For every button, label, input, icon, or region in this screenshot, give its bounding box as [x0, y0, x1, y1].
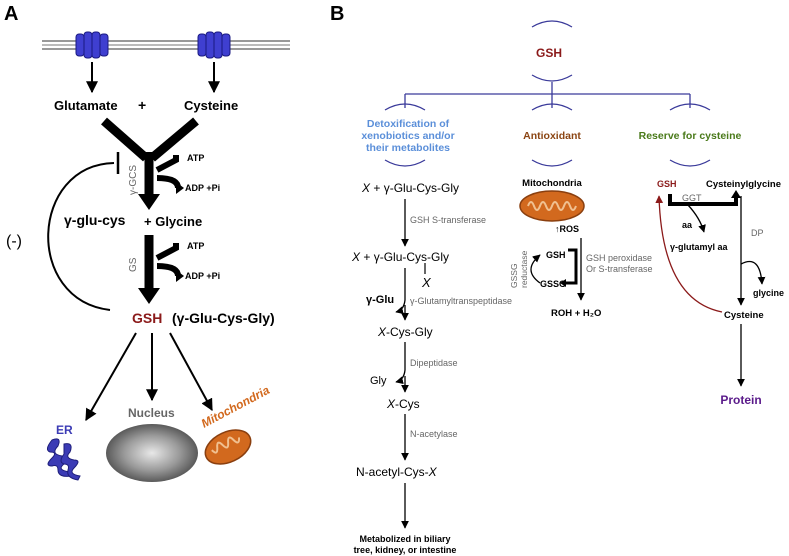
gcs-enzyme-label: γ-GCS [128, 165, 139, 195]
glycine-release-arrow [740, 260, 766, 285]
aa-exchange-arrow [687, 204, 706, 233]
reserve-pathway: GSH Cysteinylglycine GGT aa γ-glutamyl a… [655, 179, 784, 407]
gsh-label-reserve: GSH [657, 179, 677, 189]
reserve-title: Reserve for cysteine [639, 130, 742, 142]
adp-label-1: ADP +Pi [185, 183, 220, 193]
n-acetylase-label: N-acetylase [410, 429, 458, 439]
detox-step4: X-Cys [386, 397, 420, 411]
gsh-formula-label: (γ-Glu-Cys-Gly) [172, 310, 275, 326]
ggt-reaction-bracket [668, 194, 738, 206]
gssg-reductase-line2: reductase [519, 250, 529, 288]
metabolized-label-line2: tree, kidney, or intestine [354, 545, 457, 555]
feedback-inhibition-line [47, 162, 115, 311]
plus-sign: + [138, 97, 146, 113]
metabolized-label-line1: Metabolized in biliary [359, 534, 450, 544]
gamma-glu-release-arrow [395, 268, 406, 315]
gs-enzyme-label: GS [128, 257, 139, 272]
er-arrow [85, 332, 137, 422]
nucleus-icon [106, 424, 198, 482]
detox-step3: X-Cys-Gly [377, 325, 433, 339]
gsh-top-label: GSH [536, 46, 562, 60]
gamma-glutamyl-aa-label: γ-glutamyl aa [670, 242, 729, 252]
er-label: ER [56, 423, 73, 437]
gsh-top-arc-upper [531, 20, 573, 28]
glutamate-label: Glutamate [54, 98, 118, 113]
gly-release-arrow [395, 342, 406, 385]
mitochondria-label-b: Mitochondria [522, 178, 582, 189]
mitochondrion-icon-b [519, 190, 585, 222]
dp-label: DP [751, 228, 764, 238]
gly-label: Gly [370, 375, 387, 387]
gs-reaction-arrow [138, 235, 160, 304]
gsh-resynthesis-arrow [655, 195, 723, 313]
detox-title-line3: their metabolites [366, 142, 450, 154]
glutamate-transporter-icon [75, 31, 109, 59]
panel-b-label: B [330, 3, 344, 25]
gsh-peroxidase-label-line2: Or S-transferase [586, 264, 653, 274]
gsh-label-a: GSH [132, 310, 162, 326]
gsh-s-transferase-label: GSH S-transferase [410, 215, 486, 225]
branch-tree [384, 82, 711, 167]
detox-step2: X + γ-Glu-Cys-Gly [351, 250, 449, 264]
mitochondrion-icon-a [204, 429, 252, 465]
atp-label-2: ATP [187, 241, 204, 251]
gamma-glu-label: γ-Glu [366, 294, 394, 306]
cysteine-product-label: Cysteine [724, 310, 764, 321]
protein-label: Protein [720, 393, 761, 407]
dipeptidase-label: Dipeptidase [410, 358, 458, 368]
gssg-recycle-arrow [530, 254, 541, 284]
gamma-glu-cys-label: γ-glu-cys [64, 212, 126, 228]
ggt-label: GGT [682, 193, 702, 203]
gsh-top-arc-lower [531, 74, 573, 82]
feedback-negative-label: (-) [6, 233, 22, 250]
ros-label: ↑ROS [555, 224, 579, 234]
gssg-label: GSSG [540, 279, 566, 289]
nucleus-label: Nucleus [128, 406, 175, 420]
cysteine-transporter-icon [197, 31, 231, 59]
panel-b: B GSH Detoxification of xenobiotics and/… [330, 3, 784, 555]
antioxidant-title: Antioxidant [523, 130, 581, 142]
roh-product-label: ROH + H₂O [551, 308, 601, 319]
er-icon [46, 438, 81, 481]
gsh-label-antioxidant: GSH [546, 250, 566, 260]
cysteinylglycine-label: Cysteinylglycine [706, 179, 781, 190]
gsh-to-gssg-bracket [566, 248, 578, 285]
gssg-reductase-line1: GSSG [509, 263, 519, 288]
mitochondria-arrow [169, 332, 213, 412]
adp-label-2: ADP +Pi [185, 271, 220, 281]
glycine-label: + Glycine [144, 214, 202, 229]
glycine-product-label: glycine [753, 288, 784, 298]
x-release-mark: X [421, 275, 432, 290]
detox-pathway: X + γ-Glu-Cys-Gly GSH S-transferase X + … [351, 181, 512, 555]
atp-label-1: ATP [187, 153, 204, 163]
panel-a: A Glutamate + Cysteine [4, 3, 290, 482]
gcs-reaction-arrow [101, 117, 199, 210]
glutamyltranspeptidase-label: γ-Glutamyltranspeptidase [410, 296, 512, 306]
atp-hook-1 [155, 155, 181, 189]
antioxidant-pathway: Mitochondria ↑ROS GSH GSSG GSSG reductas… [509, 178, 653, 319]
detox-title-line1: Detoxification of [367, 118, 450, 130]
detox-title-line2: xenobiotics and/or [361, 130, 454, 142]
detox-step1: X + γ-Glu-Cys-Gly [361, 181, 459, 195]
panel-a-label: A [4, 3, 18, 25]
gsh-peroxidase-label-line1: GSH peroxidase [586, 253, 652, 263]
cysteine-label: Cysteine [184, 98, 238, 113]
aa-label: aa [682, 220, 693, 230]
atp-hook-2 [155, 243, 181, 277]
detox-step5: N-acetyl-Cys-X [356, 465, 438, 479]
